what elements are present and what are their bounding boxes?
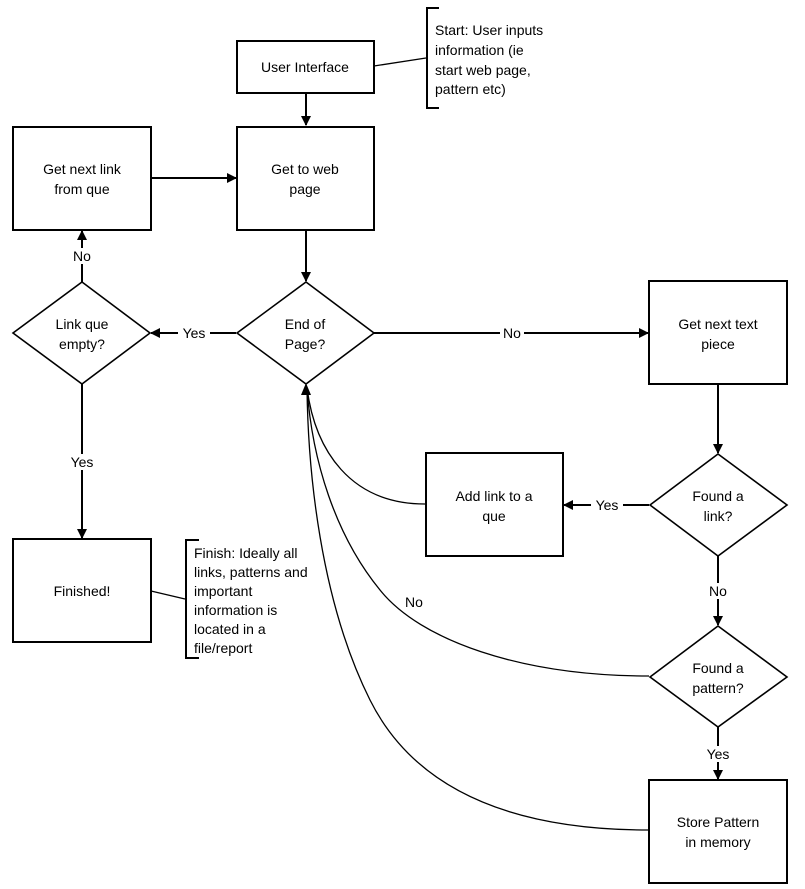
node-end-of-page-line2: Page? (285, 336, 326, 352)
node-get-web-page[interactable]: Get to web page (236, 126, 375, 231)
note-start-bracket (426, 7, 439, 109)
note-start-line2: information (ie (435, 42, 524, 58)
note-finish: Finish: Ideally all links, patterns and … (194, 545, 308, 656)
node-add-link-line1: Add link to a (455, 488, 532, 504)
edge-addlink-return (306, 387, 426, 505)
node-end-of-page[interactable]: End of Page? (235, 281, 376, 385)
node-finished-label: Finished! (54, 583, 111, 599)
note-finish-line1: Finish: Ideally all (194, 545, 298, 561)
note-finish-line5: located in a (194, 621, 266, 637)
node-get-next-link[interactable]: Get next link from que (12, 126, 152, 231)
node-link-que-empty-line1: Link que (56, 316, 109, 332)
node-user-interface[interactable]: User Interface (236, 40, 375, 94)
node-found-link-line2: link? (704, 508, 733, 524)
node-get-next-link-line1: Get next link (43, 161, 122, 177)
node-store-pattern[interactable]: Store Pattern in memory (648, 779, 788, 884)
node-store-pattern-line2: in memory (685, 834, 750, 850)
node-found-pattern-line2: pattern? (692, 680, 744, 696)
note-start-line1: Start: User inputs (435, 22, 543, 38)
edge-label-pattern-yes: Yes (707, 746, 730, 762)
edge-storepattern-return (306, 387, 650, 831)
note-finish-line2: links, patterns and (194, 564, 308, 580)
node-finished[interactable]: Finished! (12, 538, 152, 643)
node-end-of-page-line1: End of (285, 316, 326, 332)
node-store-pattern-line1: Store Pattern (677, 814, 760, 830)
note-start-connector (373, 57, 427, 67)
node-get-next-link-line2: from que (54, 181, 109, 197)
note-start-line4: pattern etc) (435, 81, 506, 97)
node-get-web-page-line2: page (289, 181, 320, 197)
note-finish-bracket (185, 539, 199, 659)
edge-label-pattern-no: No (405, 594, 423, 610)
note-finish-line6: file/report (194, 640, 252, 656)
note-finish-line3: important (194, 583, 252, 599)
node-found-link-line1: Found a (692, 488, 744, 504)
edge-label-que-no: No (73, 248, 91, 264)
node-link-que-empty[interactable]: Link que empty? (11, 281, 152, 385)
node-found-link[interactable]: Found a link? (648, 453, 789, 557)
note-start: Start: User inputs information (ie start… (435, 22, 543, 97)
node-add-link[interactable]: Add link to a que (425, 452, 564, 557)
edge-label-que-yes: Yes (71, 454, 94, 470)
node-add-link-line2: que (482, 508, 506, 524)
return-arrowhead (301, 383, 311, 395)
node-user-interface-label: User Interface (261, 59, 349, 75)
node-link-que-empty-line2: empty? (59, 336, 105, 352)
edge-foundpattern-no-return (306, 387, 650, 677)
note-start-line3: start web page, (435, 62, 531, 78)
note-finish-connector (150, 590, 186, 600)
edge-label-end-yes: Yes (183, 325, 206, 341)
note-finish-line4: information is (194, 602, 277, 618)
node-get-next-text-line1: Get next text (678, 316, 757, 332)
node-found-pattern[interactable]: Found a pattern? (648, 625, 789, 728)
node-get-web-page-line1: Get to web (271, 161, 339, 177)
node-get-next-text[interactable]: Get next text piece (648, 280, 788, 385)
edge-label-end-no: No (503, 325, 521, 341)
node-found-pattern-line1: Found a (692, 660, 744, 676)
edge-label-link-no: No (709, 583, 727, 599)
node-get-next-text-line2: piece (701, 336, 735, 352)
edge-label-link-yes: Yes (596, 497, 619, 513)
